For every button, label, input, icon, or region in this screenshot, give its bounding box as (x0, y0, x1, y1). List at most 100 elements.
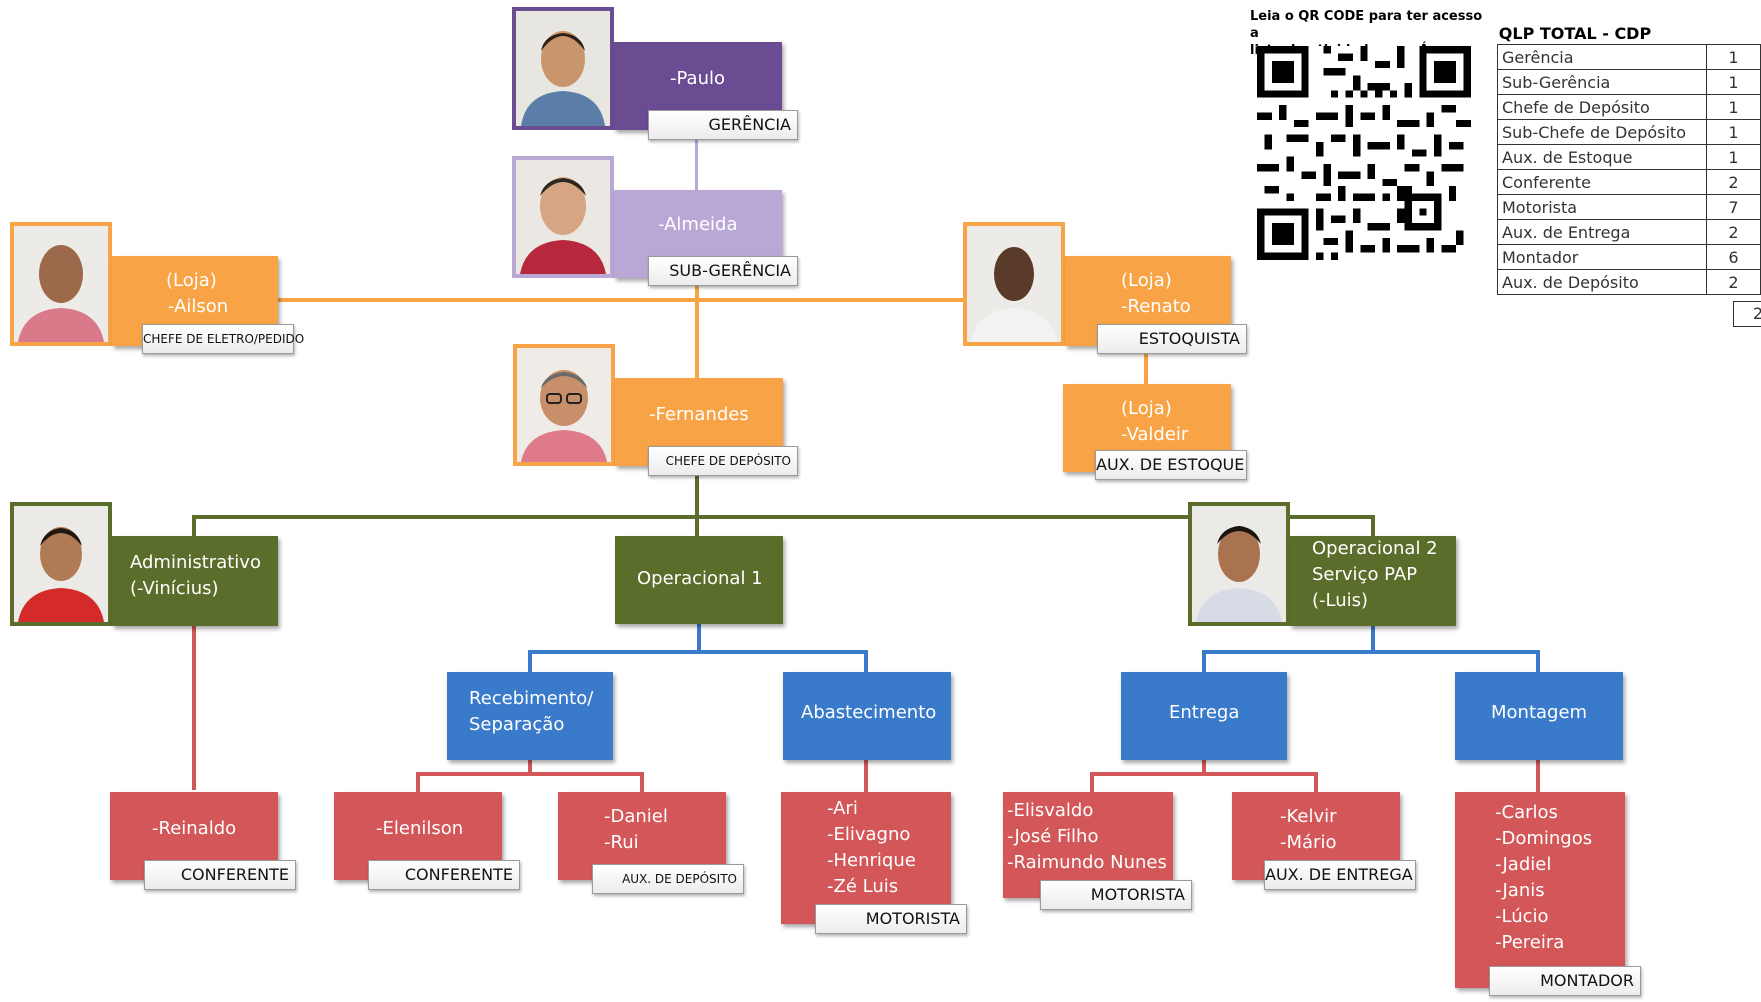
renato-line2: -Renato (1121, 296, 1191, 317)
connector-op1-horizontal (528, 650, 868, 654)
ailson-line2: -Ailson (168, 296, 229, 317)
renato-line1: (Loja) (1121, 270, 1172, 291)
connector-admin-stub (192, 515, 196, 537)
aux-entrega-role-label: AUX. DE ENTREGA (1264, 860, 1416, 890)
renato-photo (963, 222, 1065, 346)
person-avatar-icon (517, 348, 611, 462)
daniel-rui-role-label: AUX. DE DEPÓSITO (592, 864, 744, 894)
rui-name: -Rui (604, 832, 639, 853)
motoristas-abastecimento-node[interactable]: -Ari -Elivagno -Henrique -Zé Luis (781, 792, 951, 924)
recebimento-line2: Separação (469, 714, 565, 735)
valdeir-line2: -Valdeir (1121, 424, 1189, 445)
connector-entrega-down (1202, 760, 1206, 774)
connector-op2-horizontal (1202, 650, 1540, 654)
abastecimento-line1: Abastecimento (801, 702, 937, 723)
person-avatar-icon (1192, 506, 1286, 622)
ari-name: -Ari (827, 798, 858, 819)
paulo-name: -Paulo (670, 68, 725, 89)
entrega-line1: Entrega (1169, 702, 1240, 723)
qlp-count: 2 (1705, 219, 1761, 245)
person-avatar-icon (967, 226, 1061, 342)
connector-receb-horizontal (416, 772, 644, 776)
person-avatar-icon (14, 506, 108, 622)
qlp-count: 1 (1705, 94, 1761, 120)
connector-receb-left (416, 772, 420, 792)
connector-op2-left (1202, 650, 1206, 672)
qlp-count: 2 (1705, 169, 1761, 195)
connector-almeida-down (695, 278, 699, 380)
daniel-name: -Daniel (604, 806, 668, 827)
luis-photo (1188, 502, 1290, 626)
almeida-role-label: SUB-GERÊNCIA (648, 256, 798, 286)
qr-caption-line1: Leia o QR CODE para ter acesso a (1250, 9, 1483, 41)
kelvir-name: -Kelvir (1280, 806, 1337, 827)
administrativo-line2: (-Vinícius) (130, 578, 219, 599)
recebimento-node[interactable]: Recebimento/ Separação (447, 672, 613, 760)
connector-paulo-almeida (695, 140, 698, 190)
elivagno-name: -Elivagno (827, 824, 911, 845)
qlp-category: Aux. de Entrega (1497, 219, 1707, 245)
connector-op2-down (1371, 622, 1375, 652)
reinaldo-name: -Reinaldo (152, 818, 237, 839)
qlp-total: 24 (1733, 301, 1761, 327)
connector-entrega-right (1314, 772, 1318, 792)
montadores-node[interactable]: -Carlos -Domingos -Jadiel -Janis -Lúcio … (1455, 792, 1625, 988)
qlp-category: Chefe de Depósito (1497, 94, 1707, 120)
operacional2-node[interactable]: Operacional 2 Serviço PAP (-Luis) (1290, 536, 1456, 626)
qlp-category: Motorista (1497, 194, 1707, 220)
qlp-count: 6 (1705, 244, 1761, 270)
person-avatar-icon (516, 11, 610, 126)
operacional2-line2: Serviço PAP (1312, 564, 1418, 585)
elisvaldo-name: -Elisvaldo (1007, 800, 1094, 821)
connector-receb-right (640, 772, 644, 792)
montagem-node[interactable]: Montagem (1455, 672, 1623, 760)
qlp-count: 1 (1705, 44, 1761, 70)
connector-admin-reinaldo (192, 622, 196, 790)
qlp-category: Montador (1497, 244, 1707, 270)
connector-op1-down (697, 622, 701, 652)
entrega-node[interactable]: Entrega (1121, 672, 1287, 760)
connector-abast-down (864, 760, 868, 792)
abastecimento-node[interactable]: Abastecimento (783, 672, 951, 760)
elenilson-name: -Elenilson (376, 818, 464, 839)
connector-stores-horizontal (275, 298, 965, 302)
motoristas-abastecimento-role-label: MOTORISTA (815, 904, 967, 934)
connector-montagem-down (1536, 760, 1540, 792)
qr-code-icon[interactable] (1246, 46, 1482, 260)
operacional2-line3: (-Luis) (1312, 590, 1369, 611)
montagem-line1: Montagem (1491, 702, 1588, 723)
operacional1-line1: Operacional 1 (637, 568, 763, 589)
qlp-count: 1 (1705, 144, 1761, 170)
qlp-count: 7 (1705, 194, 1761, 220)
reinaldo-role-label: CONFERENTE (144, 860, 296, 890)
montadores-role-label: MONTADOR (1489, 966, 1641, 996)
qlp-category: Aux. de Depósito (1497, 269, 1707, 295)
qlp-title: QLP TOTAL - CDP (1498, 24, 1652, 43)
qlp-count: 1 (1705, 119, 1761, 145)
ailson-photo (10, 222, 112, 346)
operacional1-node[interactable]: Operacional 1 (615, 536, 783, 624)
raimundo-nunes-name: -Raimundo Nunes (1007, 852, 1167, 873)
fernandes-photo (513, 344, 615, 466)
qlp-category: Sub-Gerência (1497, 69, 1707, 95)
almeida-name: -Almeida (658, 214, 738, 235)
henrique-name: -Henrique (827, 850, 916, 871)
connector-sectors-horizontal (192, 515, 1374, 519)
connector-entrega-left (1090, 772, 1094, 792)
administrativo-node[interactable]: Administrativo (-Vinícius) (112, 536, 278, 626)
fernandes-role-label: CHEFE DE DEPÓSITO (648, 446, 798, 476)
mario-name: -Mário (1280, 832, 1337, 853)
domingos-name: -Domingos (1495, 828, 1593, 849)
pereira-name: -Pereira (1495, 932, 1565, 953)
qlp-category: Gerência (1497, 44, 1707, 70)
connector-op1-right (864, 650, 868, 672)
renato-role-label: ESTOQUISTA (1097, 324, 1247, 354)
